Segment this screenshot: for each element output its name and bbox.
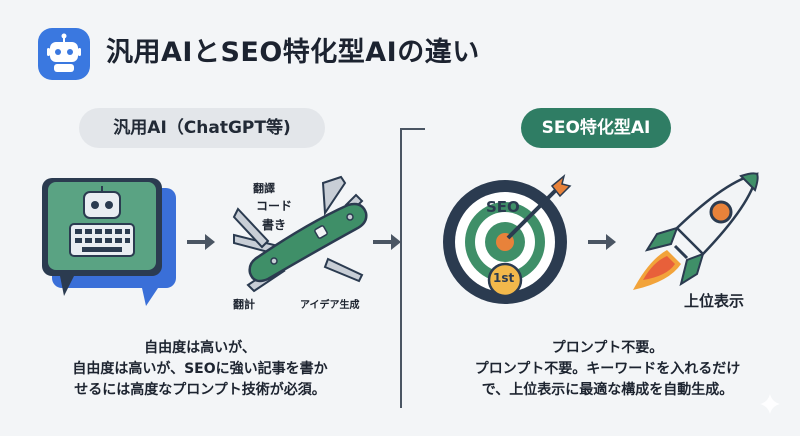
seo-ai-label: SEO特化型AI [521, 108, 671, 148]
swiss-knife-icon [228, 175, 378, 305]
rocket-label: 上位表示 [684, 292, 745, 310]
arrow-right-icon [187, 232, 215, 252]
target-seo-text: SEO [486, 198, 520, 216]
tool-label-code: コード [256, 199, 293, 213]
arrow-right-icon [373, 232, 401, 252]
caption-line: 自由度は高いが、 [144, 340, 256, 356]
medal-rank-text: 1st [493, 271, 515, 285]
seo-target-icon [440, 170, 580, 310]
divider-vertical [400, 128, 402, 408]
robot-logo-icon [38, 28, 90, 80]
general-ai-caption: 自由度は高いが、 自由度は高いが、SEOに強い記事を書か せるには高度なプロンプ… [20, 338, 380, 401]
rocket-icon [625, 168, 765, 298]
tool-label-calc: 翻計 [233, 298, 255, 311]
page-title: 汎用AIとSEO特化型AIの違い [106, 37, 480, 68]
arrow-right-icon [588, 232, 616, 252]
sparkle-icon [758, 392, 782, 416]
tool-label-write: 書き [262, 218, 287, 232]
tool-label-ideas: アイデア生成 [300, 300, 360, 311]
divider-top [400, 128, 425, 130]
caption-line: プロンプト不要。 [551, 340, 664, 356]
caption-line: で、上位表示に最適な構成を自動生成。 [481, 382, 734, 398]
chat-robot-icon [40, 168, 178, 308]
tool-label-translate: 翻譯 [253, 182, 275, 195]
caption-line: プロンプト不要。キーワードを入れるだけ [474, 361, 741, 377]
caption-line: 自由度は高いが、SEOに強い記事を書か [72, 361, 328, 377]
seo-ai-caption: プロンプト不要。 プロンプト不要。キーワードを入れるだけ で、上位表示に最適な構… [420, 338, 795, 401]
caption-line: せるには高度なプロンプト技術が必須。 [74, 382, 326, 398]
general-ai-label: 汎用AI（ChatGPT等) [79, 108, 325, 148]
